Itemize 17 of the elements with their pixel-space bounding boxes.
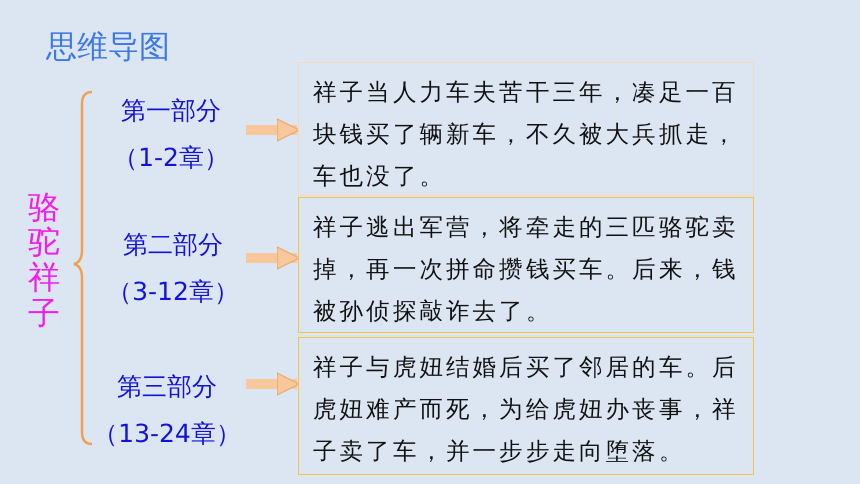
block-arrow <box>246 246 300 270</box>
book-title: 骆驼祥子 <box>28 190 60 331</box>
chapter-range: （3-12章） <box>107 276 239 308</box>
part-heading: 第一部分 <box>121 95 221 127</box>
summary-text: 祥子逃出军营，将牵走的三匹骆驼卖掉，再一次拼命攒钱买车。后来，钱被孙侦探敲诈去了。 <box>313 212 740 327</box>
block-arrow <box>246 372 300 396</box>
summary-box <box>298 62 754 196</box>
summary-box <box>298 197 754 333</box>
summary-text: 祥子与虎妞结婚后买了邻居的车。后虎妞难产而死，为给虎妞办丧事，祥子卖了车，并一步步走向堕落。 <box>313 352 740 467</box>
summary-box <box>298 337 754 475</box>
summary-text: 祥子当人力车夫苦干三年，凑足一百块钱买了辆新车，不久被大兵抓走，车也没了。 <box>313 77 740 192</box>
block-arrow <box>246 118 300 142</box>
part-heading: 第三部分 <box>117 371 217 403</box>
chapter-range: （1-2章） <box>113 142 229 174</box>
part-heading: 第二部分 <box>123 229 223 261</box>
chapter-range: （13-24章） <box>93 418 241 450</box>
title: 思维导图 <box>46 28 170 67</box>
